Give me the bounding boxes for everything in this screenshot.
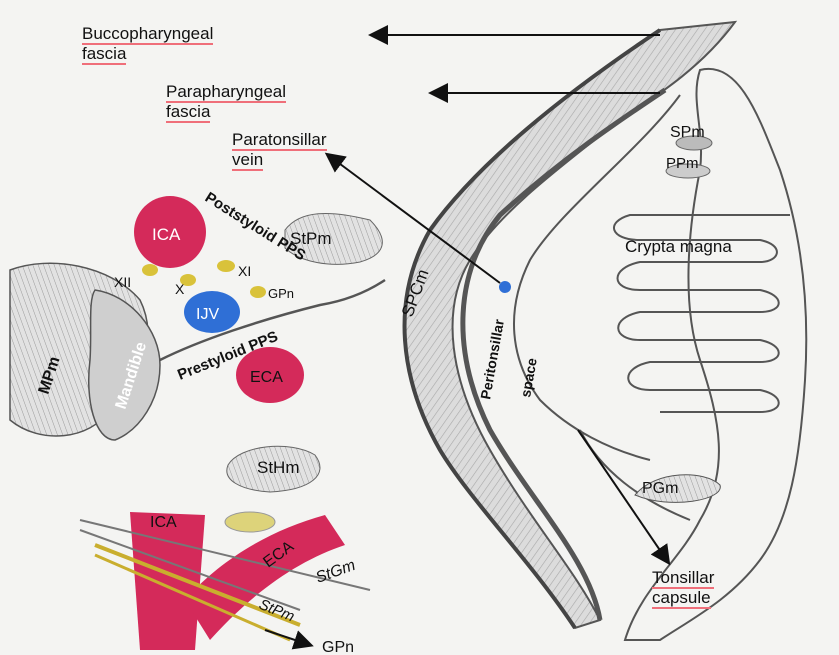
- stpm-upper-label: StPm: [290, 229, 332, 248]
- sthm-label: StHm: [257, 458, 300, 477]
- parapharyngeal-fascia-label: Parapharyngeal fascia: [166, 82, 286, 122]
- nerve-gpn-label: GPn: [268, 286, 294, 301]
- spm-label: SPm: [670, 124, 705, 141]
- paratonsillar-line1: Paratonsillar: [232, 130, 327, 151]
- ppm-label: PPm: [666, 155, 699, 172]
- ica-lower-vessel: [130, 512, 205, 650]
- nerve-x-label: X: [175, 281, 185, 297]
- tonsillar-line2: capsule: [652, 588, 711, 609]
- nerve-gpn-dot: [250, 286, 266, 298]
- buccopharyngeal-fascia-label: Buccopharyngeal fascia: [82, 24, 213, 64]
- ijv-label: IJV: [196, 306, 219, 323]
- paratonsillar-line2: vein: [232, 150, 263, 171]
- nerve-xi-label: XI: [238, 263, 251, 279]
- tonsillar-capsule-label: Tonsillar capsule: [652, 568, 714, 608]
- tonsillar-line1: Tonsillar: [652, 568, 714, 589]
- gpn-lower-label: GPn: [322, 639, 354, 655]
- lower-nerve-blob: [225, 512, 275, 532]
- parapharyngeal-line2: fascia: [166, 102, 210, 123]
- buccopharyngeal-line2: fascia: [82, 44, 126, 65]
- ica-upper-label: ICA: [152, 225, 181, 244]
- pgm-label: PGm: [642, 480, 678, 497]
- paratonsillar-vein-label: Paratonsillar vein: [232, 130, 327, 170]
- buccopharyngeal-line1: Buccopharyngeal: [82, 24, 213, 45]
- nerve-xi-dot: [217, 260, 235, 272]
- crypta-magna-label: Crypta magna: [625, 237, 732, 256]
- eca-upper-label: ECA: [250, 369, 283, 386]
- nerve-xii-label: XII: [114, 274, 131, 290]
- paratonsillar-vein-dot: [499, 281, 511, 293]
- nerve-xii-dot: [142, 264, 158, 276]
- ica-lower-label: ICA: [150, 514, 177, 531]
- parapharyngeal-line1: Parapharyngeal: [166, 82, 286, 103]
